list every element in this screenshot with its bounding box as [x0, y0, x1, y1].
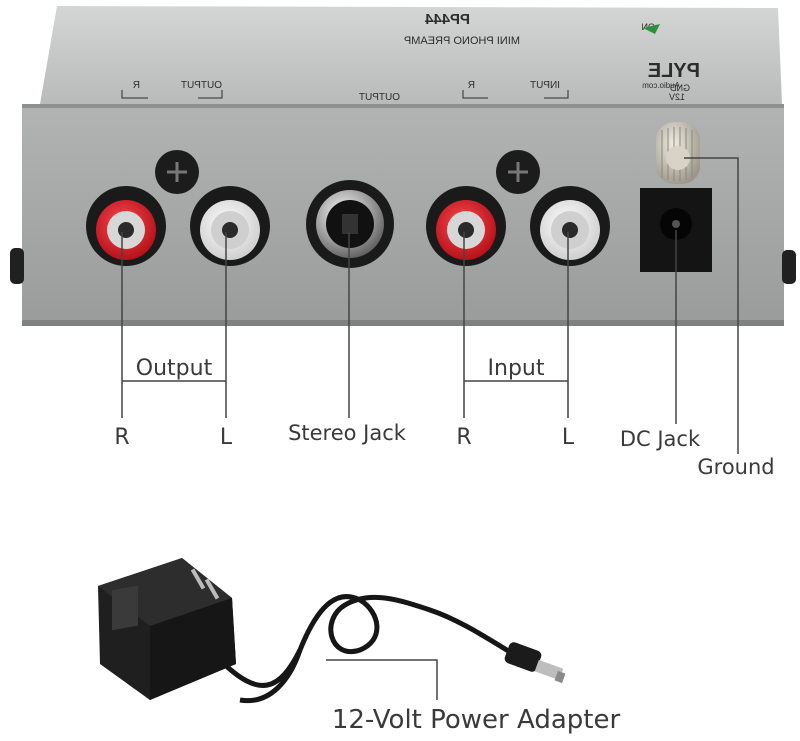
panel-input-label: INPUT	[530, 80, 560, 91]
stereo-jack-label: Stereo Jack	[288, 421, 407, 445]
input-l-rca-jack[interactable]	[530, 186, 610, 266]
input-r-label: R	[456, 425, 471, 450]
power-adapter	[98, 558, 566, 704]
stereo-jack[interactable]	[306, 180, 394, 268]
ground-knob[interactable]	[656, 122, 700, 184]
product-line-text: MINI PHONO PREAMP	[404, 35, 520, 47]
panel-input-r-label: R	[468, 80, 475, 91]
callout-lines	[121, 157, 739, 700]
adapter-body	[98, 558, 236, 700]
preamp-device: PP444 MINI PHONO PREAMP PYLE Audio.com O…	[10, 6, 796, 326]
panel-output-r-label: R	[133, 80, 140, 91]
adapter-cable	[217, 594, 518, 688]
panel-output-label: OUTPUT	[181, 80, 222, 91]
output-group-label: Output	[136, 356, 213, 381]
callout-labels: Output R L Stereo Jack Input R L DC Jack…	[114, 356, 774, 479]
panel-screw-left	[155, 150, 199, 194]
panel-output-jack-label: OUTPUT	[359, 92, 400, 103]
right-foot	[782, 250, 796, 284]
adapter-plug	[504, 642, 566, 684]
input-r-rca-jack[interactable]	[426, 186, 506, 266]
panel-gnd-label: GND	[670, 83, 691, 93]
output-l-label: L	[220, 425, 233, 450]
panel-screw-right	[496, 150, 540, 194]
left-foot	[10, 248, 24, 284]
brand-logo: PYLE	[648, 60, 700, 82]
dc-jack-label: DC Jack	[620, 427, 701, 451]
power-led	[643, 24, 660, 34]
device-top-surface	[40, 6, 782, 104]
output-l-rca-jack[interactable]	[190, 186, 270, 266]
panel-power-label: 12V	[669, 92, 685, 102]
brand-sub-text: Audio.com	[642, 81, 680, 90]
adapter-caption: 12-Volt Power Adapter	[332, 705, 621, 735]
input-l-label: L	[562, 425, 575, 450]
output-r-label: R	[114, 425, 129, 450]
ground-label: Ground	[697, 455, 774, 479]
input-group-label: Input	[488, 356, 545, 381]
model-text: PP444	[424, 11, 470, 28]
output-r-rca-jack[interactable]	[86, 186, 166, 266]
